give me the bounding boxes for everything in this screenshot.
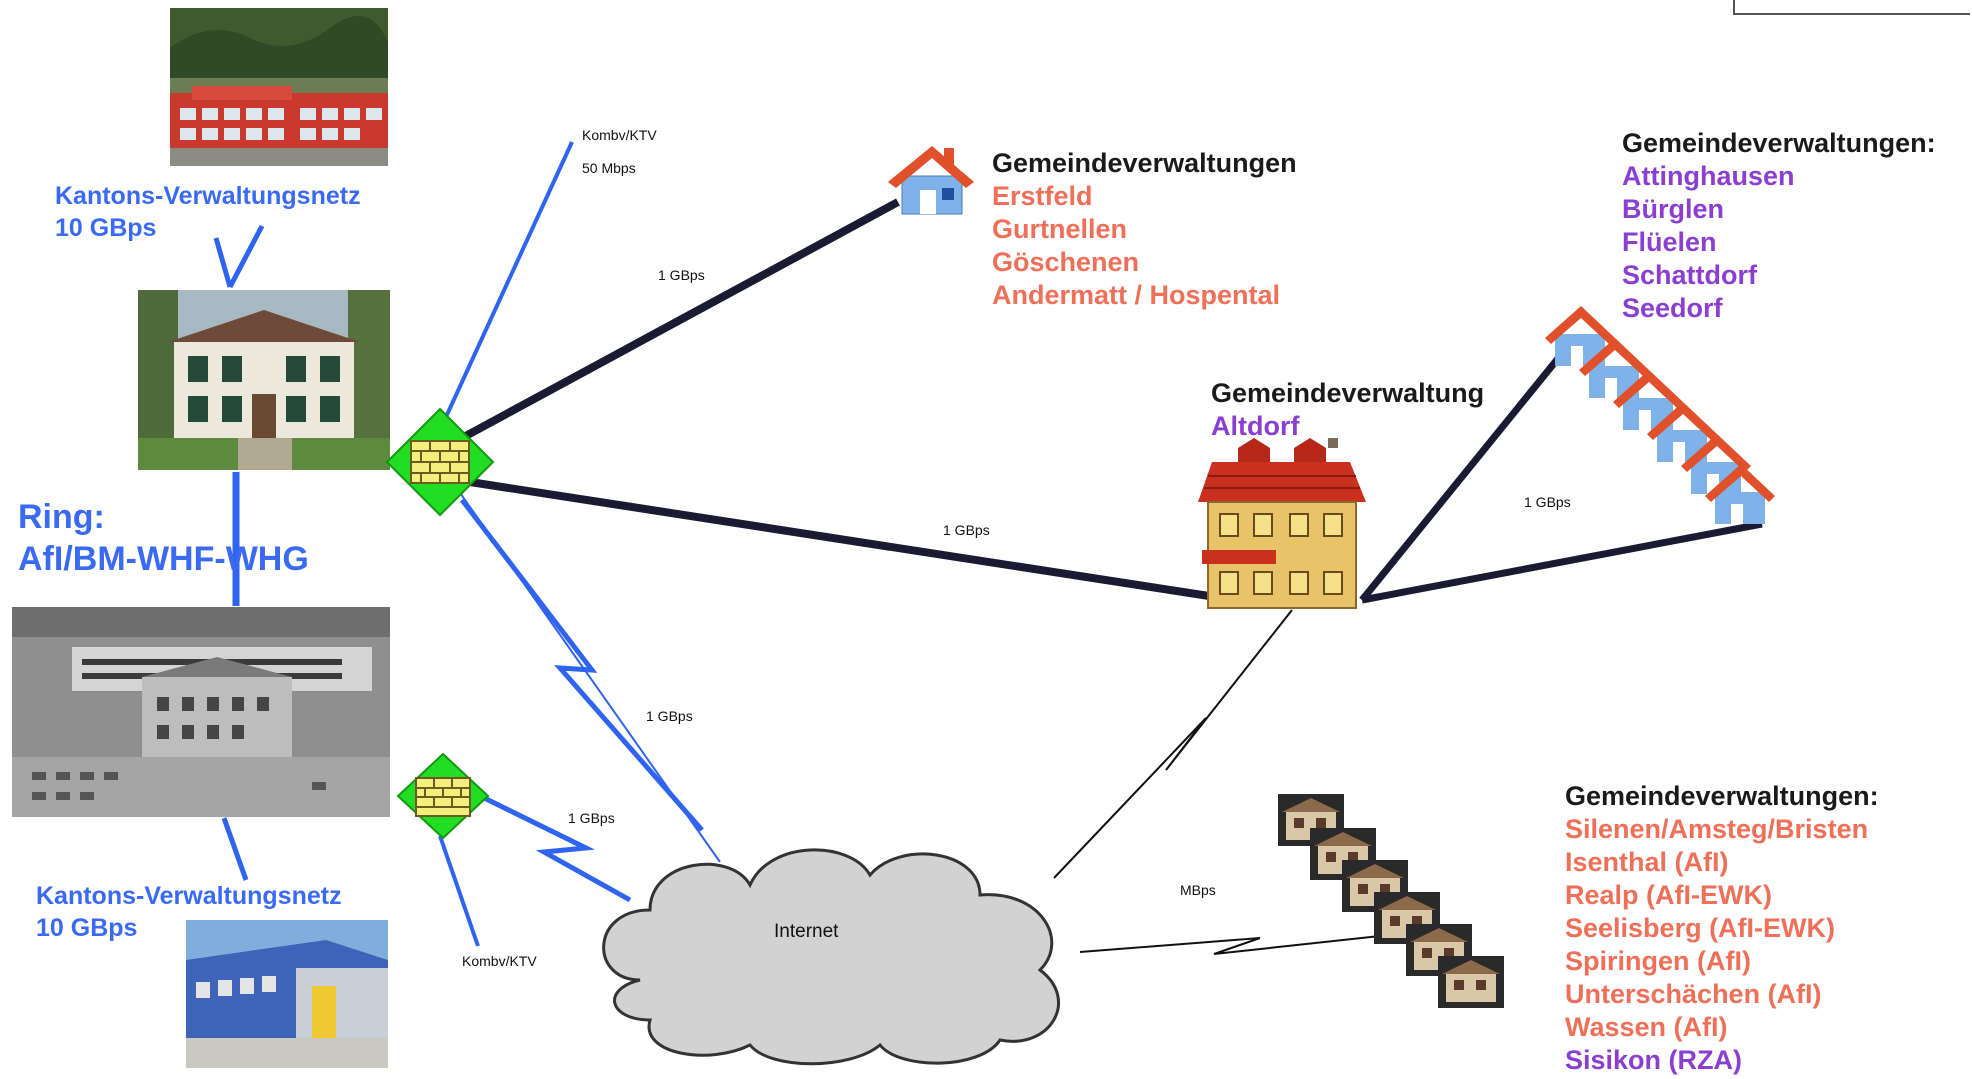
label-kombv-top: Kombv/KTV (582, 127, 657, 143)
label-gbps-east: 1 GBps (1524, 494, 1571, 510)
corner-frame (1733, 0, 1970, 15)
link-internet-altdorf (1053, 609, 1293, 879)
link-altdorf (469, 478, 1223, 602)
link-network-top-b (227, 224, 265, 289)
group-south-heading: Gemeindeverwaltungen: (1565, 781, 1879, 811)
group-south-item: Seelisberg (AfI-EWK) (1565, 913, 1836, 943)
group-north: Gemeindeverwaltungen Erstfeld Gurtnellen… (992, 147, 1297, 312)
photo-building-goeschenen (170, 8, 388, 166)
group-east-item: Schattdorf (1622, 260, 1757, 290)
group-east: Gemeindeverwaltungen: Attinghausen Bürgl… (1622, 127, 1936, 325)
group-east-item: Flüelen (1622, 227, 1717, 257)
group-altdorf-heading: Gemeindeverwaltung (1211, 378, 1485, 408)
group-east-heading: Gemeindeverwaltungen: (1622, 128, 1936, 158)
group-south-item: Isenthal (AfI) (1565, 847, 1729, 877)
label-kombv-bottom: Kombv/KTV (462, 953, 537, 969)
group-south-item-last: Sisikon (RZA) (1565, 1045, 1743, 1075)
label-gbps-altdorf: 1 GBps (943, 522, 990, 538)
internet-cloud (602, 848, 1060, 1066)
chalet-icon (1406, 924, 1472, 976)
link-network-top-a (213, 237, 233, 288)
house-icon (1705, 464, 1775, 524)
label-mbps: MBps (1180, 882, 1216, 898)
group-altdorf: Gemeindeverwaltung Altdorf (1211, 377, 1484, 443)
group-east-item: Bürglen (1622, 194, 1725, 224)
group-south-item: Silenen/Amsteg/Bristen (1565, 814, 1869, 844)
group-altdorf-item: Altdorf (1211, 411, 1300, 441)
group-south-item: Wassen (AfI) (1565, 1012, 1728, 1042)
group-south: Gemeindeverwaltungen: Silenen/Amsteg/Bri… (1565, 780, 1879, 1077)
lightning-link-upper (460, 498, 704, 832)
label-gbps-mid: 1 GBps (646, 708, 693, 724)
link-kombv-top (438, 141, 574, 431)
lightning-link-lower (466, 787, 632, 903)
firewall-icon (385, 407, 495, 517)
photo-villa (138, 290, 390, 470)
group-south-item: Realp (AfI-EWK) (1565, 880, 1772, 910)
group-north-item: Andermatt / Hospental (992, 280, 1281, 310)
label-gbps-low: 1 GBps (568, 810, 615, 826)
group-north-item: Gurtnellen (992, 214, 1128, 244)
link-east-upper (1359, 353, 1563, 603)
house-icon (1613, 370, 1683, 430)
townhall-icon (1198, 438, 1366, 609)
link-internet-chalets (1079, 935, 1381, 955)
chalet-icon (1438, 956, 1504, 1008)
group-south-item: Spiringen (AfI) (1565, 946, 1751, 976)
label-50mbps: 50 Mbps (582, 160, 636, 176)
photo-office-complex (12, 607, 390, 817)
label-gbps-north: 1 GBps (658, 267, 705, 283)
group-north-item: Göschenen (992, 247, 1140, 277)
link-east-lower (1361, 520, 1763, 604)
network-label-top: Kantons-Verwaltungsnetz 10 GBps (55, 182, 361, 242)
group-north-item: Erstfeld (992, 181, 1093, 211)
group-east-item: Seedorf (1622, 293, 1723, 323)
house-icon (888, 146, 974, 215)
firewall-icon (396, 752, 490, 840)
link-network-bottom (221, 817, 249, 881)
label-internet: Internet (774, 921, 839, 942)
link-north (460, 198, 900, 442)
photo-school (186, 920, 388, 1068)
group-east-item: Attinghausen (1622, 161, 1795, 191)
ring-label: Ring: AfI/BM-WHF-WHG (18, 498, 309, 578)
network-label-bottom: Kantons-Verwaltungsnetz 10 GBps (36, 882, 342, 942)
group-north-heading: Gemeindeverwaltungen (992, 148, 1297, 178)
link-kombv-bottom (438, 835, 480, 947)
group-south-item: Unterschächen (AfI) (1565, 979, 1822, 1009)
